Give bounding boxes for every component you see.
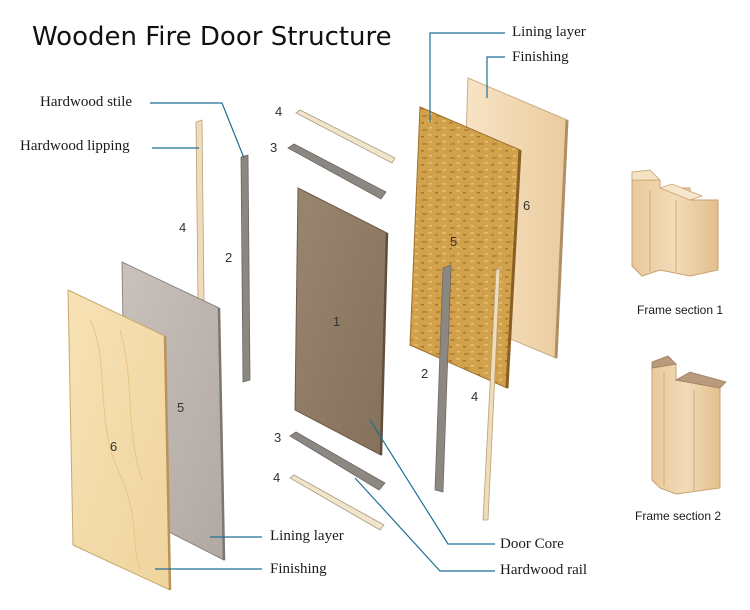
num-lipping-right: 4 (471, 389, 478, 404)
num-lipping-left: 4 (179, 220, 186, 235)
label-hardwood-stile: Hardwood stile (40, 94, 133, 110)
num-rail-bottom: 3 (274, 430, 281, 445)
num-finish-right: 6 (523, 198, 530, 213)
frame-section-1-illustration (631, 169, 719, 277)
num-lining-left: 5 (177, 400, 184, 415)
num-finish-left: 6 (110, 439, 117, 454)
label-lining-layer-top: Lining layer (512, 24, 586, 40)
door-core (294, 187, 388, 456)
hardwood-stile-right (434, 264, 452, 493)
leader-finishing-top (486, 56, 505, 98)
num-stile-left: 2 (225, 250, 232, 265)
label-hardwood-lipping: Hardwood lipping (20, 138, 130, 154)
page-title: Wooden Fire Door Structure (32, 22, 392, 52)
caption-frame-section-2: Frame section 2 (635, 509, 722, 523)
hardwood-lipping-right (482, 267, 501, 521)
num-lipping-bottom: 4 (273, 470, 280, 485)
num-lining-right: 5 (450, 234, 457, 249)
leader-lining-top (429, 32, 505, 122)
leader-hardwood-stile (150, 102, 245, 159)
label-door-core: Door Core (500, 536, 564, 552)
hardwood-rail-top (287, 143, 387, 200)
label-lining-layer-bottom: Lining layer (270, 528, 344, 544)
num-rail-top: 3 (270, 140, 277, 155)
num-lipping-top: 4 (275, 104, 282, 119)
num-stile-right: 2 (421, 366, 428, 381)
hardwood-rail-bottom (289, 431, 386, 491)
lining-board-right (409, 106, 521, 389)
frame-section-2-illustration (651, 355, 727, 495)
label-hardwood-rail: Hardwood rail (500, 562, 588, 578)
leader-hardwood-rail (354, 477, 495, 572)
hardwood-lipping-bottom (289, 474, 385, 531)
leader-door-core (369, 419, 495, 545)
hardwood-lipping-left (195, 119, 205, 303)
finishing-panel-left (67, 289, 171, 591)
caption-frame-section-1: Frame section 1 (637, 303, 724, 317)
num-door-core: 1 (333, 314, 340, 329)
hardwood-lipping-top (295, 109, 396, 164)
label-finishing-top: Finishing (512, 49, 569, 65)
label-finishing-bottom: Finishing (270, 561, 327, 577)
hardwood-stile-left (240, 154, 251, 383)
